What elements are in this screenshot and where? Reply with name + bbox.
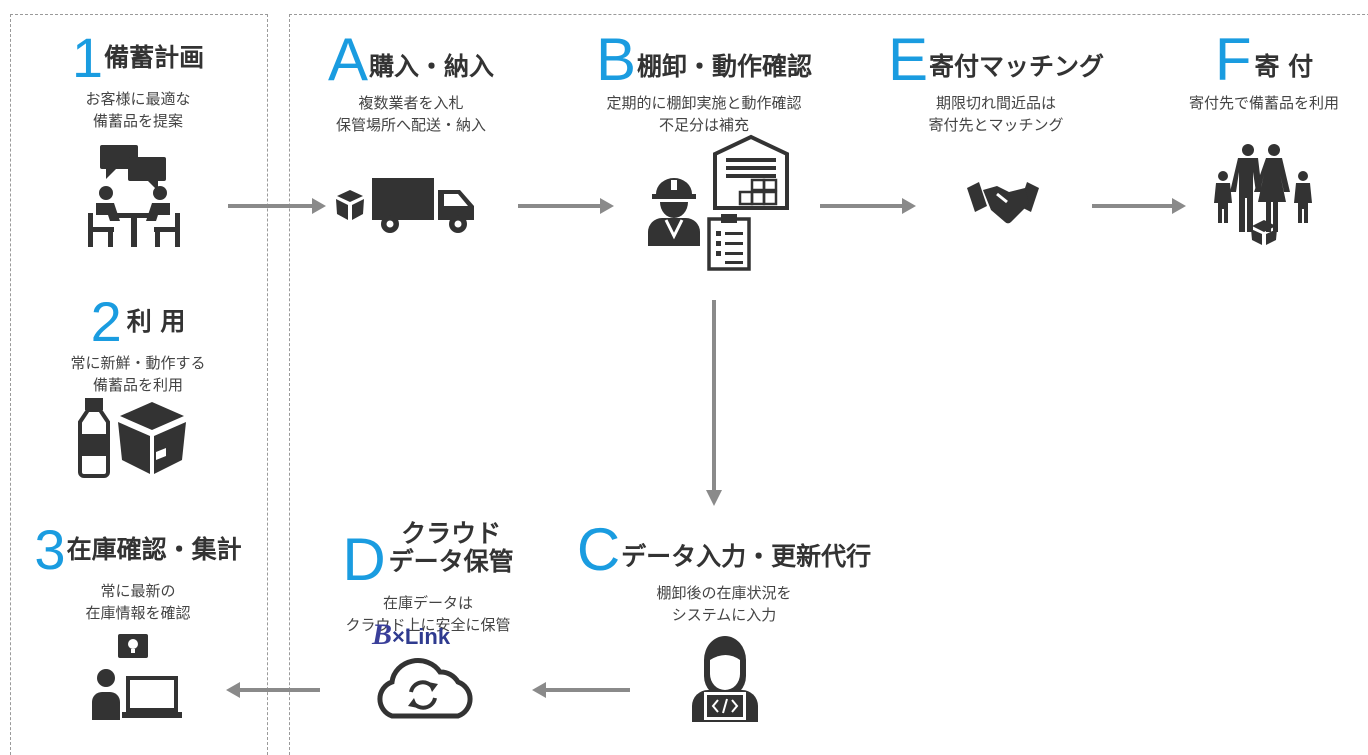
package-icon bbox=[336, 190, 364, 220]
handshake-icon bbox=[967, 182, 1039, 224]
step-d-title-line: データ保管 bbox=[388, 547, 514, 576]
step-1-title: 備蓄計画 bbox=[104, 43, 205, 72]
step-3-title: 在庫確認・集計 bbox=[66, 535, 242, 564]
monitor-user-icon bbox=[92, 634, 182, 720]
box-icon bbox=[118, 402, 186, 474]
step-b-desc-line: 不足分は補充 bbox=[658, 116, 749, 134]
step-c: C データ入力・更新代行 棚卸後の在庫状況を システムに入力 bbox=[556, 520, 892, 626]
step-f: F 寄 付 寄付先で備蓄品を利用 bbox=[1160, 30, 1368, 114]
step-f-letter: F bbox=[1214, 26, 1252, 93]
step-3-desc-line: 在庫情報を確認 bbox=[85, 604, 191, 622]
step-c-letter: C bbox=[576, 516, 620, 583]
programmer-icon bbox=[692, 636, 758, 722]
step-b-title: 棚卸・動作確認 bbox=[637, 52, 813, 81]
step-a-desc-line: 保管場所へ配送・納入 bbox=[335, 116, 486, 134]
warehouse-icon bbox=[713, 134, 789, 210]
arrow-e-to-f bbox=[1092, 198, 1186, 214]
arrow-b-to-c bbox=[706, 300, 722, 506]
step-e-letter: E bbox=[887, 26, 928, 93]
family-icon bbox=[1214, 144, 1312, 245]
consultation-icon bbox=[88, 145, 180, 247]
step-a-desc-line: 複数業者を入札 bbox=[358, 94, 464, 112]
step-2-desc-line: 常に新鮮・動作する bbox=[70, 354, 206, 372]
step-a: A 購入・納入 複数業者を入札 保管場所へ配送・納入 bbox=[300, 30, 522, 136]
client-area-frame bbox=[10, 14, 268, 755]
step-1-desc-line: お客様に最適な bbox=[85, 90, 191, 108]
step-2-desc-line: 備蓄品を利用 bbox=[92, 376, 183, 394]
bottle-icon bbox=[78, 398, 110, 478]
step-3: 3 在庫確認・集計 常に最新の 在庫情報を確認 bbox=[16, 522, 260, 624]
step-f-title: 寄 付 bbox=[1254, 52, 1314, 81]
step-b: B 棚卸・動作確認 定期的に棚卸実施と動作確認 不足分は補充 bbox=[570, 30, 838, 136]
step-1-desc-line: 備蓄品を提案 bbox=[92, 112, 183, 130]
checklist-icon bbox=[707, 214, 751, 271]
step-c-title: データ入力・更新代行 bbox=[621, 542, 872, 571]
step-3-desc-line: 常に最新の bbox=[100, 582, 176, 600]
step-d: D クラウド データ保管 在庫データは クラウド上に安全に保管 bbox=[312, 506, 544, 636]
step-c-desc-line: 棚卸後の在庫状況を bbox=[656, 584, 792, 602]
step-1: 1 備蓄計画 お客様に最適な 備蓄品を提案 bbox=[20, 30, 256, 132]
bxlink-logo: B ×Link bbox=[372, 620, 450, 650]
step-2-title: 利 用 bbox=[126, 307, 186, 336]
cloud-sync-icon bbox=[377, 658, 473, 719]
worker-icon bbox=[648, 178, 700, 246]
step-e: E 寄付マッチング 期限切れ間近品は 寄付先とマッチング bbox=[866, 30, 1126, 136]
step-1-number: 1 bbox=[71, 26, 103, 89]
step-a-letter: A bbox=[327, 26, 368, 93]
truck-icon bbox=[372, 178, 474, 233]
arrow-d-to-3 bbox=[226, 682, 320, 698]
step-b-letter: B bbox=[595, 26, 636, 93]
arrow-a-to-b bbox=[518, 198, 614, 214]
step-d-desc-line: クラウド上に安全に保管 bbox=[345, 616, 511, 634]
arrow-1-to-a bbox=[228, 198, 326, 214]
step-d-title-line: クラウド bbox=[401, 519, 502, 548]
step-a-title: 購入・納入 bbox=[369, 52, 495, 81]
step-d-letter: D bbox=[342, 526, 385, 593]
bxlink-logo-mark: B bbox=[372, 618, 393, 651]
arrow-b-to-e bbox=[820, 198, 916, 214]
step-e-desc-line: 寄付先とマッチング bbox=[928, 116, 1064, 134]
service-area-frame bbox=[289, 14, 1368, 755]
arrow-c-to-d bbox=[532, 682, 630, 698]
step-d-desc-line: 在庫データは bbox=[382, 594, 473, 612]
step-2: 2 利 用 常に新鮮・動作する 備蓄品を利用 bbox=[20, 294, 256, 396]
step-2-number: 2 bbox=[90, 290, 122, 353]
step-b-desc-line: 定期的に棚卸実施と動作確認 bbox=[606, 94, 802, 112]
step-c-desc-line: システムに入力 bbox=[671, 606, 777, 624]
step-e-desc-line: 期限切れ間近品は bbox=[935, 94, 1056, 112]
step-f-desc-line: 寄付先で備蓄品を利用 bbox=[1188, 94, 1339, 112]
step-3-number: 3 bbox=[34, 518, 65, 581]
bxlink-logo-text: ×Link bbox=[392, 624, 451, 649]
step-e-title: 寄付マッチング bbox=[929, 52, 1105, 81]
